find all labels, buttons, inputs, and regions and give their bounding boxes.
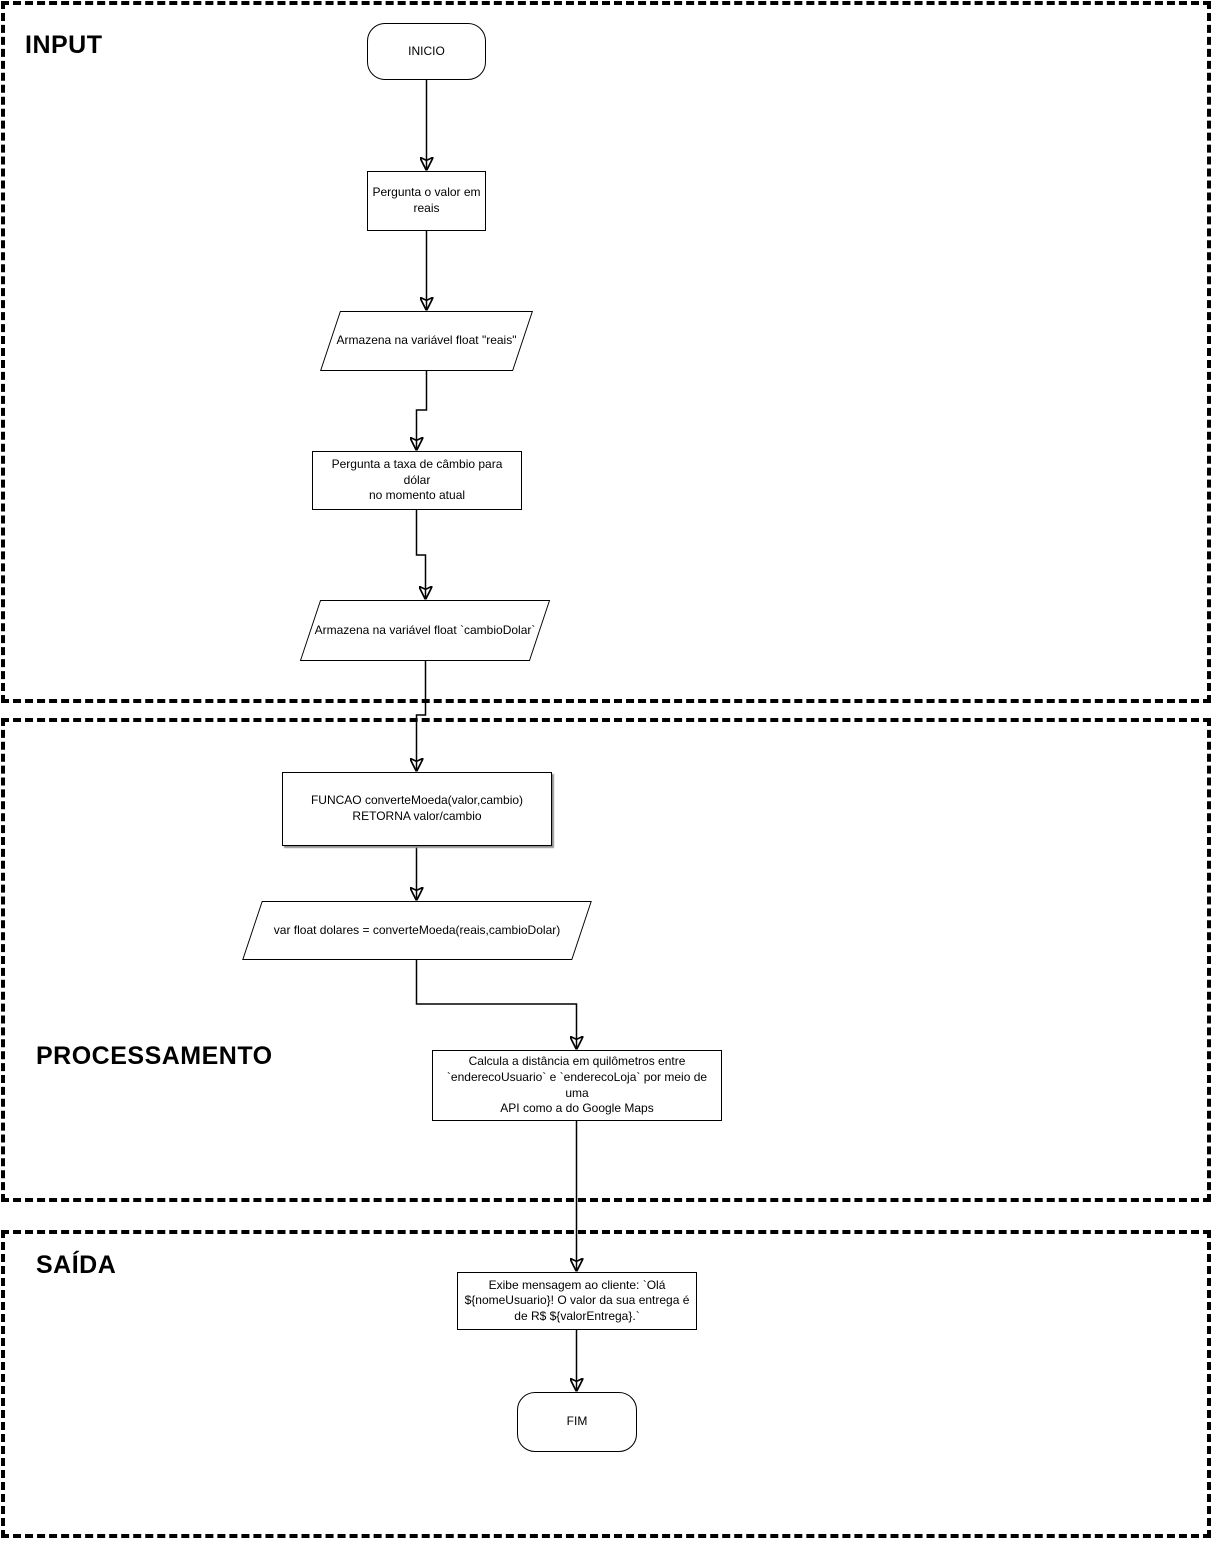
section-input-label: INPUT [25, 31, 103, 59]
section-saida [1, 1230, 1211, 1538]
node-exibe-mensagem: Exibe mensagem ao cliente: `Olá ${nomeUs… [457, 1272, 697, 1330]
section-processamento-label: PROCESSAMENTO [36, 1042, 273, 1070]
node-var-dolares-label: var float dolares = converteMoeda(reais,… [273, 922, 561, 937]
node-armazena-cambio-label: Armazena na variável float `cambioDolar` [314, 622, 536, 637]
node-var-dolares: var float dolares = converteMoeda(reais,… [242, 901, 592, 960]
node-pergunta-valor: Pergunta o valor em reais [367, 171, 486, 231]
node-inicio: INICIO [367, 23, 486, 80]
section-saida-label: SAÍDA [36, 1251, 117, 1279]
section-input [1, 1, 1211, 703]
node-pergunta-cambio: Pergunta a taxa de câmbio para dólar no … [312, 451, 522, 510]
node-fim: FIM [517, 1392, 637, 1452]
node-armazena-cambio: Armazena na variável float `cambioDolar` [299, 600, 551, 661]
node-armazena-reais: Armazena na variável float "reais" [320, 311, 533, 371]
node-armazena-reais-label: Armazena na variável float "reais" [336, 333, 517, 348]
node-funcao-converte: FUNCAO converteMoeda(valor,cambio) RETOR… [282, 772, 552, 846]
node-calcula-distancia: Calcula a distância em quilômetros entre… [432, 1050, 722, 1121]
section-processamento [1, 718, 1211, 1202]
